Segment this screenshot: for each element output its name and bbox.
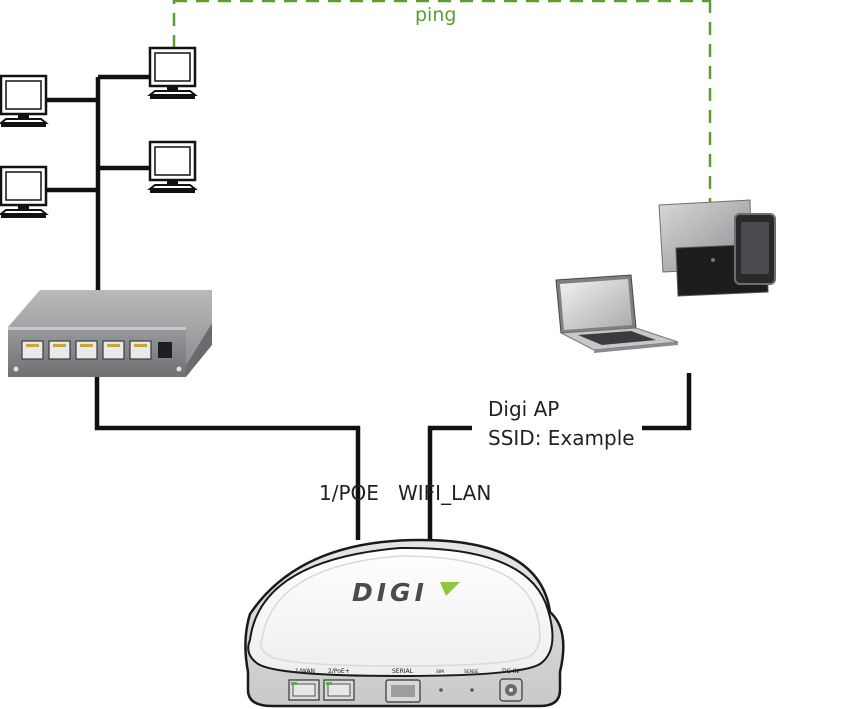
lan-cables [46, 74, 692, 540]
ping-label: ping [415, 4, 457, 26]
router-icon [244, 538, 565, 708]
access-point-ssid: SSID: Example [488, 426, 635, 450]
ping-link [172, 0, 712, 207]
desktop-computer-icon [0, 74, 49, 127]
router-port-label-poe: 2/PoE+ [328, 668, 350, 675]
port-label-wifi-lan: WIFI_LAN [398, 481, 492, 505]
router-port-label-sense: SENSE [464, 669, 479, 675]
router-brand-logo: DIGI [352, 578, 428, 607]
router-port-label-dc-in: DC IN [502, 668, 519, 675]
port-label-poe: 1/POE [319, 481, 379, 505]
router-port-label-sim: SIM [436, 669, 444, 675]
laptop-icon [555, 274, 679, 353]
access-point-name: Digi AP [488, 397, 560, 421]
desktop-computer-icon [147, 140, 198, 193]
router-logo-accent [440, 582, 460, 596]
desktop-computer-icon [0, 165, 49, 218]
network-switch-icon [8, 290, 212, 377]
desktop-computer-icon [147, 46, 198, 99]
phone-icon [734, 213, 776, 285]
router-port-label-serial: SERIAL [392, 668, 414, 675]
router-port-label-wan: 1/WAN [295, 668, 315, 675]
